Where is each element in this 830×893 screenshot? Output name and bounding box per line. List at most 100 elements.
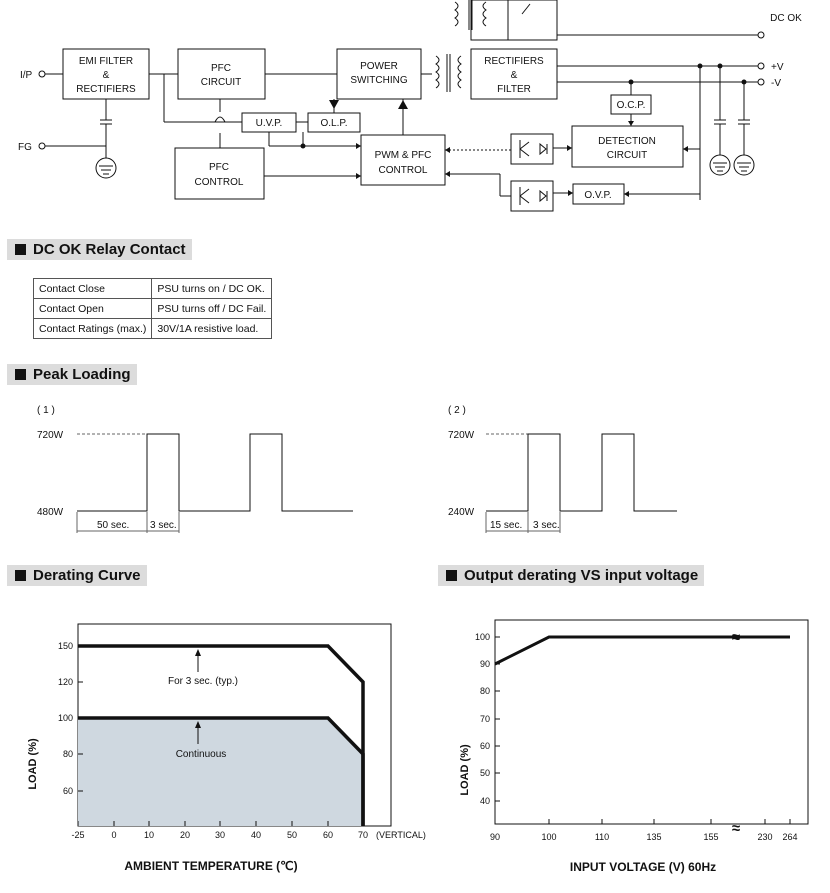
ocp-label: O.C.P. bbox=[617, 100, 646, 111]
continuous-area bbox=[78, 718, 363, 826]
block-diagram: DC OK I/P FG +V -V EMI FILTER & RECTIFIE… bbox=[18, 0, 802, 212]
plot-frame bbox=[494, 619, 809, 825]
y-axis-label: LOAD (%) bbox=[459, 744, 471, 796]
row-name: Contact Ratings (max.) bbox=[32, 318, 153, 339]
dc-ok-heading: DC OK Relay Contact bbox=[7, 239, 192, 260]
peak2-on-time: 3 sec. bbox=[533, 520, 560, 531]
x-tick-label: 50 bbox=[287, 830, 297, 840]
y-tick-label: 80 bbox=[63, 749, 73, 759]
y-tick-label: 40 bbox=[480, 796, 490, 806]
dc-ok-label: DC OK bbox=[770, 13, 802, 24]
minus-v-label: -V bbox=[771, 78, 781, 89]
x-tick-label: 100 bbox=[541, 832, 556, 842]
emi-filter-line2: & bbox=[103, 70, 110, 81]
pfc-control-line1: PFC bbox=[209, 162, 229, 173]
peak-heading: Peak Loading bbox=[7, 364, 137, 385]
peak2-high-label: 720W bbox=[448, 430, 475, 441]
x-axis-label: AMBIENT TEMPERATURE (℃) bbox=[124, 859, 297, 873]
ip-label: I/P bbox=[20, 70, 33, 81]
heading-square-icon bbox=[15, 244, 26, 255]
rectifiers-line3: FILTER bbox=[497, 84, 531, 95]
series-line-continuous bbox=[78, 716, 365, 826]
uvp-label: U.V.P. bbox=[256, 118, 283, 129]
pwm-control-line2: CONTROL bbox=[379, 165, 428, 176]
olp-label: O.L.P. bbox=[320, 118, 347, 129]
y-axis-label: LOAD (%) bbox=[27, 738, 39, 790]
optocoupler-1 bbox=[510, 133, 554, 165]
heading-square-icon bbox=[15, 369, 26, 380]
derating-heading-text: Derating Curve bbox=[33, 567, 141, 584]
heading-square-icon bbox=[446, 570, 457, 581]
peak1-high-label: 720W bbox=[37, 430, 64, 441]
axis-break-mark-top: ≈ bbox=[732, 629, 740, 646]
pfc-control-box bbox=[174, 147, 265, 200]
x-tick-label: 230 bbox=[757, 832, 772, 842]
x-tick-label: 60 bbox=[323, 830, 333, 840]
x-tick-label: 70 bbox=[358, 830, 368, 840]
y-tick-label: 80 bbox=[480, 686, 490, 696]
dc-ok-table: Contact Close PSU turns on / DC OK. Cont… bbox=[32, 278, 273, 339]
x-tick-label: 110 bbox=[595, 832, 609, 842]
peak2-low-label: 240W bbox=[448, 507, 475, 518]
y-tick-label: 90 bbox=[480, 659, 490, 669]
table-row: Contact Close PSU turns on / DC OK. bbox=[32, 278, 273, 299]
x-tick-label: 0 bbox=[111, 830, 116, 840]
ovp-label: O.V.P. bbox=[584, 190, 611, 201]
plus-v-label: +V bbox=[771, 62, 784, 73]
detection-circuit-box bbox=[571, 125, 684, 168]
x-tick-label: 155 bbox=[703, 832, 718, 842]
power-switching-line1: POWER bbox=[360, 61, 398, 72]
x-axis-note: (VERTICAL) bbox=[376, 830, 426, 840]
dc-ok-heading-text: DC OK Relay Contact bbox=[33, 241, 186, 258]
peak2-waveform bbox=[486, 433, 677, 512]
axis-break-mark-bottom: ≈ bbox=[732, 820, 740, 837]
rectifiers-line1: RECTIFIERS bbox=[484, 56, 544, 67]
heading-square-icon bbox=[15, 570, 26, 581]
y-tick-label: 70 bbox=[480, 714, 490, 724]
x-tick-label: 20 bbox=[180, 830, 190, 840]
table-row: Contact Ratings (max.) 30V/1A resistive … bbox=[32, 318, 273, 339]
peak1-label: ( 1 ) bbox=[37, 405, 55, 416]
power-switching-line2: SWITCHING bbox=[350, 75, 407, 86]
peak1-off-time: 50 sec. bbox=[97, 520, 129, 531]
pfc-circuit-line1: PFC bbox=[211, 63, 231, 74]
series-label-peak: For 3 sec. (typ.) bbox=[168, 676, 238, 687]
detection-line2: CIRCUIT bbox=[607, 150, 648, 161]
x-tick-label: 90 bbox=[490, 832, 500, 842]
x-tick-label: 40 bbox=[251, 830, 261, 840]
detection-line1: DETECTION bbox=[598, 136, 656, 147]
arrow-head bbox=[195, 721, 201, 728]
pfc-control-line2: CONTROL bbox=[195, 177, 244, 188]
peak1-low-label: 480W bbox=[37, 507, 64, 518]
peak-loading-diagrams: ( 1 ) 720W 480W 50 sec. 3 sec. ( 2 ) 720… bbox=[37, 405, 677, 533]
x-axis-label: INPUT VOLTAGE (V) 60Hz bbox=[570, 860, 716, 874]
y-tick-label: 100 bbox=[475, 632, 490, 642]
emi-filter-line3: RECTIFIERS bbox=[76, 84, 136, 95]
emi-filter-line1: EMI FILTER bbox=[79, 56, 133, 67]
pfc-circuit-box bbox=[177, 48, 266, 100]
output-derating-heading-text: Output derating VS input voltage bbox=[464, 567, 699, 584]
peak-heading-text: Peak Loading bbox=[33, 366, 131, 383]
y-tick-label: 150 bbox=[58, 641, 73, 651]
x-tick-label: 30 bbox=[215, 830, 225, 840]
x-tick-label: 10 bbox=[144, 830, 154, 840]
row-value: 30V/1A resistive load. bbox=[151, 318, 273, 339]
relay-box bbox=[470, 0, 558, 41]
row-value: PSU turns on / DC OK. bbox=[151, 278, 273, 299]
y-tick-label: 100 bbox=[58, 713, 73, 723]
pwm-control-line1: PWM & PFC bbox=[375, 150, 432, 161]
series-line bbox=[494, 635, 790, 666]
table-row: Contact Open PSU turns off / DC Fail. bbox=[32, 298, 273, 319]
power-switching-box bbox=[336, 48, 422, 100]
output-derating-heading: Output derating VS input voltage bbox=[438, 565, 705, 586]
fg-label: FG bbox=[18, 142, 32, 153]
rectifiers-line2: & bbox=[511, 70, 518, 81]
y-tick-label: 120 bbox=[58, 677, 73, 687]
row-value: PSU turns off / DC Fail. bbox=[151, 298, 273, 319]
peak2-label: ( 2 ) bbox=[448, 405, 466, 416]
x-tick-label: -25 bbox=[71, 830, 84, 840]
row-name: Contact Open bbox=[32, 298, 153, 319]
arrow-head bbox=[195, 649, 201, 656]
